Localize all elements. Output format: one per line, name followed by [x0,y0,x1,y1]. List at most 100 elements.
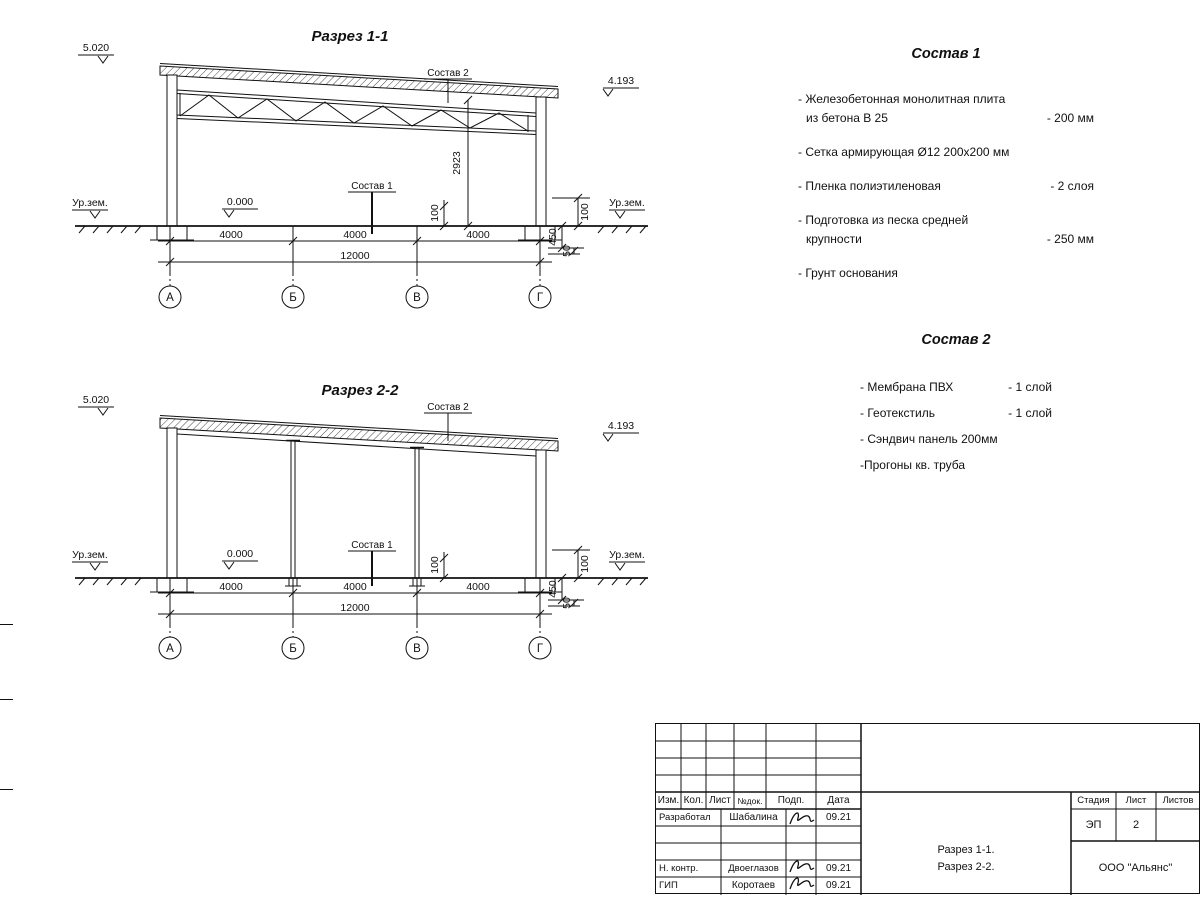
spec-value: - 1 слой [1008,380,1052,394]
svg-text:Г: Г [537,643,544,655]
spec-text: - Мембрана ПВХ [860,380,954,394]
spec-item: - Мембрана ПВХ - 1 слой [860,378,1052,396]
frame-mark [0,624,13,625]
elevation-mark-eave: 4.193 [602,75,639,97]
svg-text:100: 100 [429,204,441,222]
roof-beam [176,433,537,457]
frame-mark [0,699,13,700]
column-A [166,427,178,579]
col-header-podp: Подп. [777,795,805,806]
staff-name: Коротаев [731,880,776,891]
col-header-kol: Кол. [683,795,704,806]
spec-item: - Грунт основания [798,264,1094,283]
spec-text: - Сэндвич панель 200мм [860,432,998,446]
title-block-grid [656,724,1200,895]
signature-razrabotal [789,812,815,825]
spec-sostav1: Состав 1 - Железобетонная монолитная пли… [798,46,1094,298]
spec-item: - Железобетонная монолитная плита из бет… [798,90,1094,128]
svg-text:Состав 1: Состав 1 [351,540,393,551]
signature-gip [789,877,815,890]
staff-date: 09.21 [825,812,852,823]
spec-text: - Подготовка из песка средней [798,213,969,227]
leader-sostav1: Состав 1 [348,181,396,234]
axis-markers: А Б В Г [158,620,552,660]
svg-text:Ур.зем.: Ур.зем. [72,549,108,561]
column-A [166,74,178,227]
svg-text:Ур.зем.: Ур.зем. [609,549,645,561]
svg-text:12000: 12000 [340,250,369,262]
svg-text:4000: 4000 [219,229,243,241]
section1-title: Разрез 1-1 [311,28,388,45]
col-header-izm: Изм. [657,795,680,806]
dim-2923: 2923 [451,95,473,231]
column-B-interior [285,439,301,587]
stage-label: Стадия [1077,795,1110,806]
svg-text:Состав 1: Состав 1 [351,181,393,192]
staff-date: 09.21 [825,863,852,874]
spec-item: - Подготовка из песка средней крупности … [798,211,1094,249]
title-block: Изм. Кол. Лист №док. Подп. Дата Разработ… [655,723,1200,895]
staff-date: 09.21 [825,880,852,891]
svg-text:Г: Г [537,292,544,304]
spec-item: - Пленка полиэтиленовая - 2 слоя [798,177,1094,196]
svg-text:450: 450 [547,228,559,246]
svg-text:100: 100 [429,556,441,574]
svg-text:4000: 4000 [343,581,367,593]
staff-role: ГИП [659,880,678,891]
svg-text:4.193: 4.193 [608,420,634,432]
section2-title: Разрез 2-2 [321,382,399,399]
spec-text: крупности [806,232,862,246]
elevation-zero: 0.000 [222,196,258,218]
column-G [535,449,547,579]
spec-item: - Сетка армирующая Ø12 200x200 мм [798,143,1094,162]
dims-bottom: 4000 4000 4000 12000 [158,578,552,620]
column-G [535,96,547,227]
document-title-line2: Разрез 2-2. [937,860,995,873]
ground-level-left: Ур.зем. [72,549,108,571]
spec-item: - Геотекстиль - 1 слой [860,404,1052,422]
elevation-zero: 0.000 [222,548,258,570]
spec-text: -Прогоны кв. труба [860,458,966,472]
leader-sostav2: Состав 2 [424,68,472,103]
ground-level-left: Ур.зем. [72,197,108,219]
roof-slab [159,63,559,99]
column-V-interior [409,446,425,587]
spec-value: - 2 слоя [1050,179,1094,193]
svg-text:4000: 4000 [466,581,490,593]
dim-100-mid: 100 [429,200,449,231]
spec-sostav2: Состав 2 - Мембрана ПВХ - 1 слой - Геоте… [860,332,1052,482]
sostav2-title: Состав 2 [921,332,991,348]
spec-text: - Грунт основания [798,266,898,280]
svg-text:50: 50 [561,597,573,609]
svg-text:Состав 2: Состав 2 [427,402,469,413]
svg-text:100: 100 [579,555,591,573]
axis-markers: А Б В Г [158,268,552,309]
company-name: ООО "Альянс" [1098,861,1173,874]
svg-text:В: В [413,643,421,655]
spec-value: - 200 мм [1046,111,1094,125]
svg-text:100: 100 [579,203,591,221]
col-header-list: Лист [709,795,731,806]
sheets-label: Листов [1162,795,1194,806]
svg-text:Ур.зем.: Ур.зем. [609,197,645,209]
spec-text: - Сетка армирующая Ø12 200x200 мм [798,145,1010,159]
svg-text:50: 50 [561,245,573,257]
ground-hatch-marks [78,225,647,234]
dim-100-mid: 100 [429,552,449,583]
staff-role: Н. контр. [659,863,699,874]
svg-text:Б: Б [289,292,297,304]
ground-hatch-marks [78,577,647,586]
staff-name: Двоеглазов [728,863,779,874]
svg-text:А: А [166,643,174,655]
svg-text:12000: 12000 [340,602,369,614]
elevation-mark-eave: 4.193 [602,420,639,442]
svg-text:4000: 4000 [219,581,243,593]
col-header-data: Дата [827,795,850,806]
col-header-ndok: №док. [737,795,763,806]
leader-sostav2: Состав 2 [424,402,472,441]
svg-text:2923: 2923 [451,151,463,175]
spec-text: - Железобетонная монолитная плита [798,92,1006,106]
spec-text: из бетона В 25 [806,111,888,125]
section-1-1-drawing: Разрез 1-1 5.020 4.193 [72,28,648,309]
